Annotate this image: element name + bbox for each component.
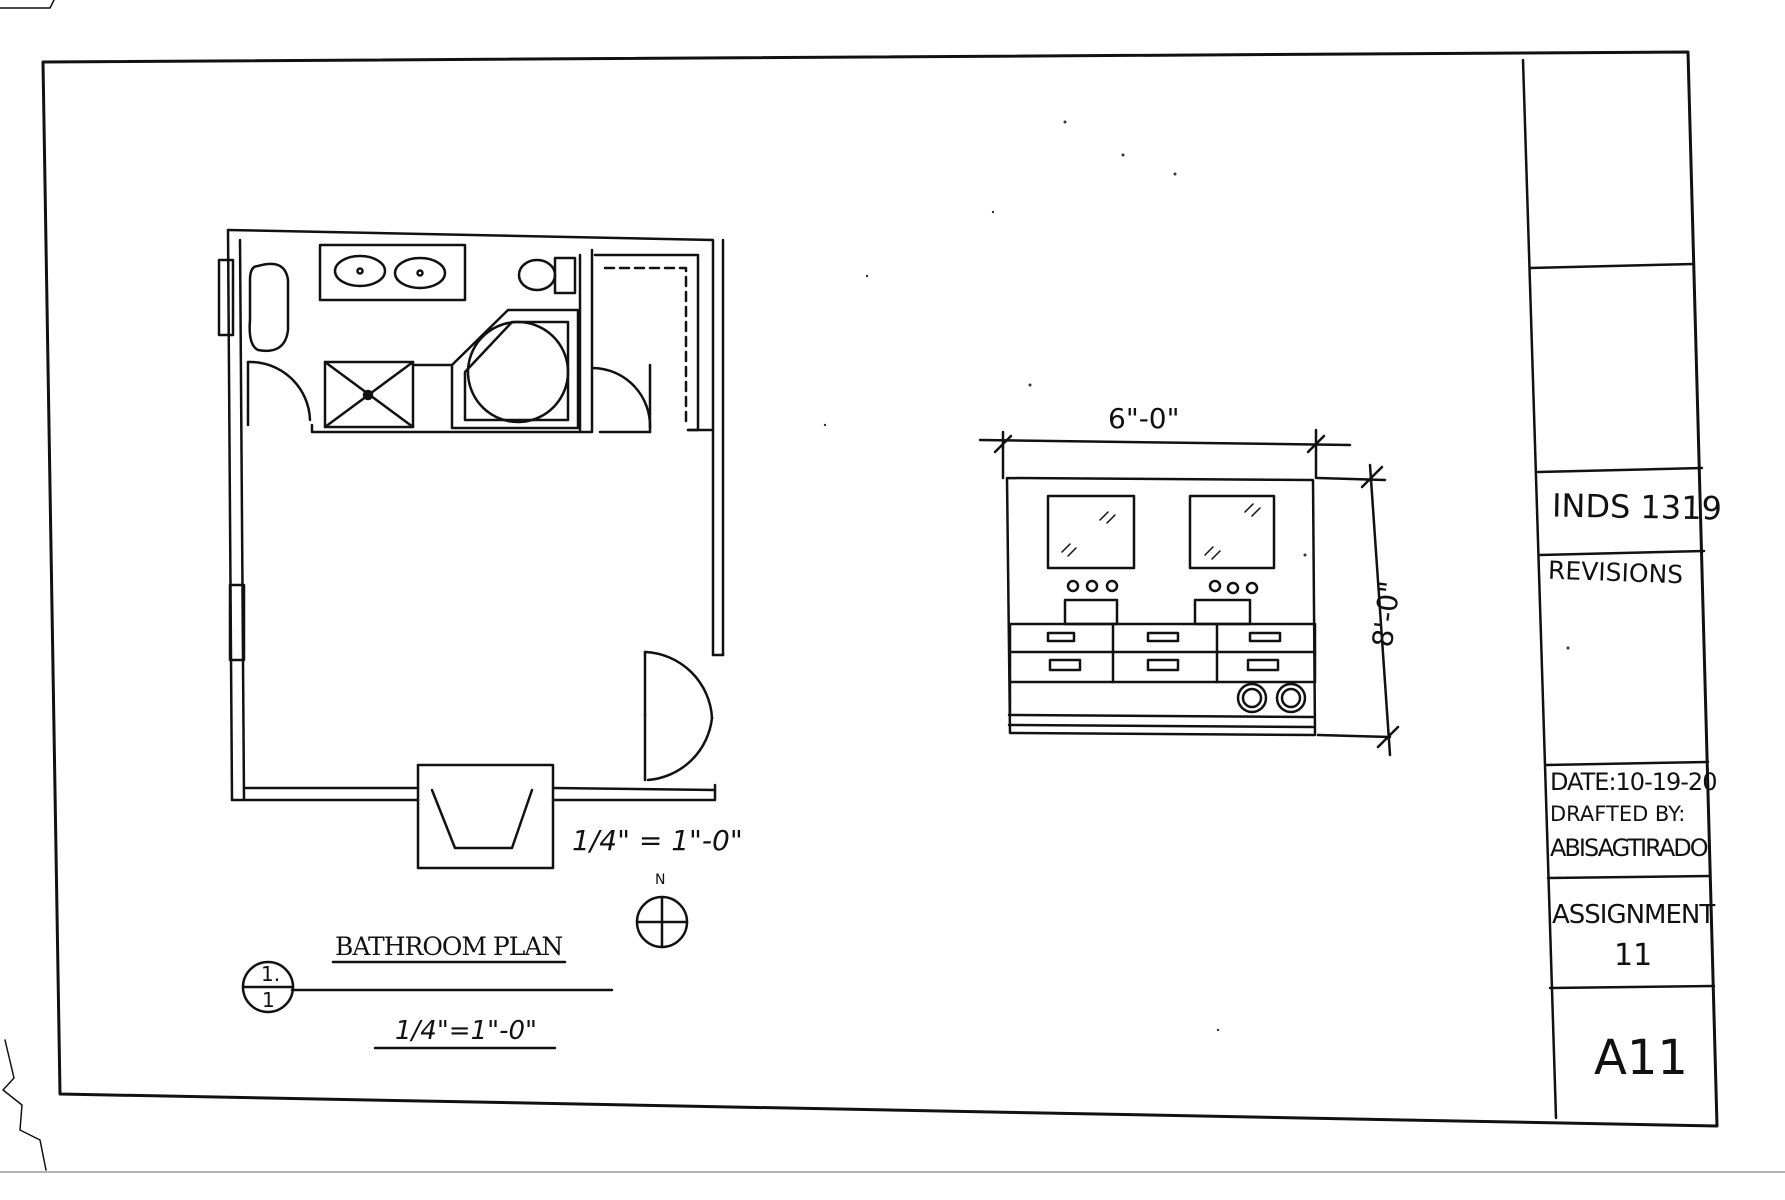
plan-title: BATHROOM PLAN (335, 932, 563, 961)
plan-title-lines (241, 960, 614, 1050)
course-code: INDS 1319 (1551, 486, 1723, 528)
toilet (517, 256, 577, 295)
corner-bathtub (450, 308, 580, 430)
vanity-elevation (978, 428, 1400, 757)
drafted-by-label: DRAFTED BY: (1550, 802, 1686, 826)
assignment-label: ASSIGNMENT (1552, 900, 1715, 930)
fireplace (416, 763, 555, 802)
revisions-label: REVISIONS (1547, 555, 1684, 590)
closet (591, 253, 715, 434)
sheet-number: A11 (1594, 1030, 1688, 1086)
date-field: DATE:10-19-20 (1550, 768, 1717, 796)
plan-scale-note: 1/4" = 1"-0" (572, 824, 743, 857)
entry-door (643, 650, 725, 782)
north-label: N (655, 872, 666, 888)
north-arrow (635, 895, 689, 949)
shower (323, 360, 454, 429)
mirror (1046, 494, 1136, 570)
vanity-counter (318, 243, 467, 302)
width-dimension: 6"-0" (1108, 402, 1180, 435)
height-dimension-line (1368, 463, 1392, 757)
mirror (1188, 494, 1276, 570)
vessel-sink (1193, 598, 1252, 626)
width-dimension-line (978, 438, 1352, 447)
window (217, 258, 235, 337)
scan-specks (823, 120, 1570, 1032)
callout-bottom: 1 (262, 988, 275, 1012)
bathtub-small (248, 262, 290, 353)
scan-edge-marks (0, 0, 1785, 1173)
faucet-handle (1066, 579, 1080, 593)
window (228, 583, 246, 662)
assignment-number: 11 (1614, 938, 1653, 973)
sheet-border (41, 50, 1719, 1128)
drafter-name: ABISAGTIRADO (1550, 834, 1709, 862)
callout-top: 1. (261, 962, 281, 986)
faucet-handle (1208, 579, 1222, 593)
plan-title-scale: 1/4"=1"-0" (395, 1016, 537, 1046)
vessel-sink (1063, 598, 1119, 626)
bathroom-floor-plan (217, 228, 725, 870)
sink (333, 254, 387, 288)
interior-door (246, 360, 312, 427)
sink (393, 256, 447, 290)
title-block (1521, 58, 1716, 1120)
